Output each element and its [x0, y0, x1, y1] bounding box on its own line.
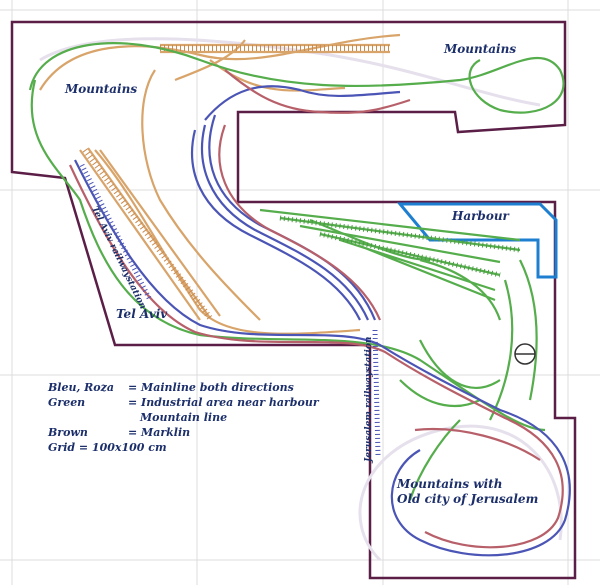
legend-value: = Mainline both directions	[128, 381, 294, 394]
legend-key: Brown	[48, 426, 88, 439]
green-tracks	[28, 42, 565, 501]
layout-outline	[10, 20, 577, 580]
label-harbour: Harbour	[452, 209, 509, 223]
label-mountains-left: Mountains	[65, 82, 138, 96]
legend-key: Bleu, Roza	[48, 381, 114, 394]
legend-key: Green	[48, 396, 86, 409]
label-tel-aviv: Tel Aviv	[116, 307, 168, 321]
marklin-sleepers	[82, 45, 390, 320]
label-old-city: Old city of Jerusalem	[397, 492, 539, 506]
label-jerusalem-mountains: Mountains with	[397, 477, 503, 491]
green-sleepers	[279, 215, 521, 278]
label-mountains-right: Mountains	[444, 42, 517, 56]
label-jerusalem-station: Jerusalem railwaystation	[364, 336, 374, 462]
legend-value: = Marklin	[128, 426, 191, 439]
legend-value: Mountain line	[140, 411, 228, 424]
mainline-pink	[69, 69, 564, 549]
grid-note: Grid = 100x100 cm	[48, 441, 167, 454]
station-sleepers	[79, 163, 381, 456]
legend-value: = Industrial area near harbour	[128, 396, 319, 409]
